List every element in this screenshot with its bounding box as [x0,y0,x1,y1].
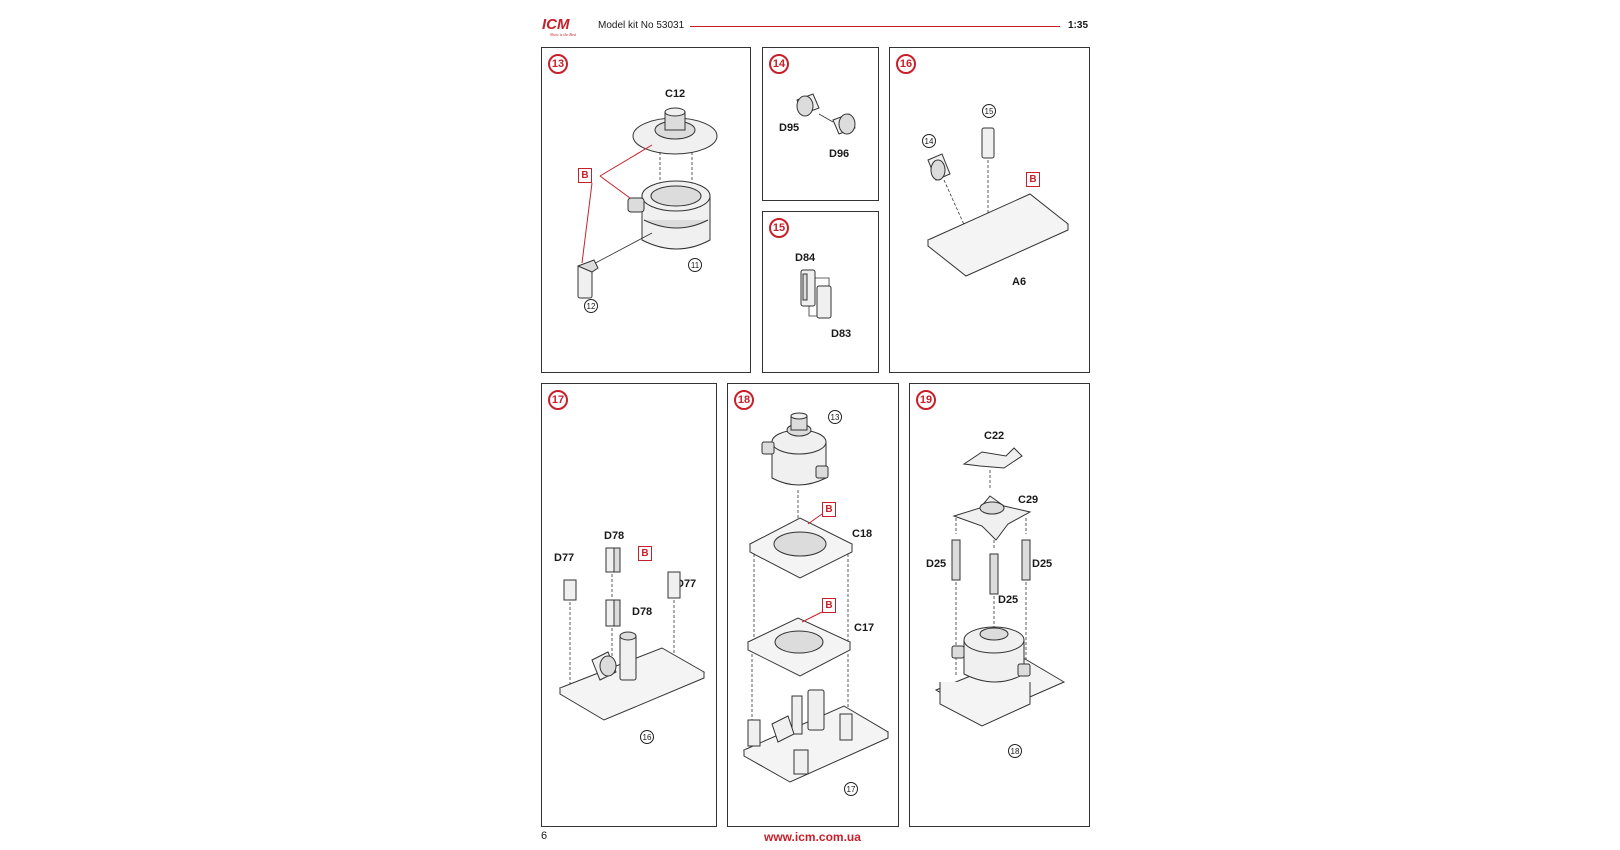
part-label-d78: D78 [604,530,625,542]
step-16-panel: 16 15 14 B A6 [889,47,1090,373]
part-label-d95: D95 [779,122,800,134]
step-number: 15 [769,218,789,238]
mount-drawing [800,269,832,319]
kit-number: Model kit No 53031 [598,20,685,31]
subassembly-ref-11: 11 [688,258,702,272]
part-label-c18: C18 [852,528,873,540]
step-number: 14 [769,54,789,74]
step-number: 13 [548,54,568,74]
paint-code-b: B [638,546,652,561]
step-number: 17 [548,390,568,410]
turret-final-drawing [934,447,1066,727]
step-number: 16 [896,54,916,74]
step-number: 18 [734,390,754,410]
subassembly-ref-13: 13 [828,410,842,424]
subassembly-ref-14: 14 [922,134,936,148]
step-17-panel: 17 D78 B D77 D77 D78 16 [541,383,717,827]
part-label-d25: D25 [926,558,947,570]
part-label-c12: C12 [665,88,686,100]
header-rule [690,26,1060,27]
step-number: 19 [916,390,936,410]
part-label-d83: D83 [831,328,852,340]
scale-label: 1:35 [1067,20,1088,31]
website-link[interactable]: www.icm.com.ua [764,830,861,844]
step-18-panel: 18 13 B C18 B C17 17 [727,383,899,827]
paint-code-b: B [1026,172,1040,187]
part-label-d25: D25 [998,594,1019,606]
subassembly-ref-15: 15 [982,104,996,118]
part-label-a6: A6 [1012,276,1027,288]
step-13-panel: 13 C12 B 11 12 [541,47,751,373]
subassembly-ref-18: 18 [1008,744,1022,758]
part-label-d84: D84 [795,252,816,264]
plate-brackets-drawing [558,547,706,721]
header: ICM Show is the Best Model kit No 53031 … [540,16,1088,37]
turret-ring-drawing [576,107,718,299]
subassembly-ref-12: 12 [584,299,598,313]
paint-code-b: B [822,502,836,517]
paint-code-b: B [822,598,836,613]
step-15-panel: 15 D84 D83 [762,211,879,373]
smoke-discharger-drawing [796,93,856,135]
step-14-panel: 14 D95 D96 [762,47,879,201]
paint-code-b: B [578,168,592,183]
part-label-c22: C22 [984,430,1005,442]
subassembly-ref-16: 16 [640,730,654,744]
page-number: 6 [541,830,548,842]
part-label-d96: D96 [829,148,850,160]
part-label-c17: C17 [854,622,875,634]
turret-stack-drawing [742,412,890,783]
icm-logo: ICM Show is the Best [542,16,577,37]
part-label-d78: D78 [632,606,653,618]
step-19-panel: 19 C22 C29 D25 D25 D25 18 [909,383,1090,827]
subassembly-ref-17: 17 [844,782,858,796]
part-label-d77: D77 [554,552,575,564]
part-label-c29: C29 [1018,494,1039,506]
part-label-d25: D25 [1032,558,1053,570]
base-plate-drawing [927,127,1069,277]
part-label-d77: D77 [676,578,697,590]
